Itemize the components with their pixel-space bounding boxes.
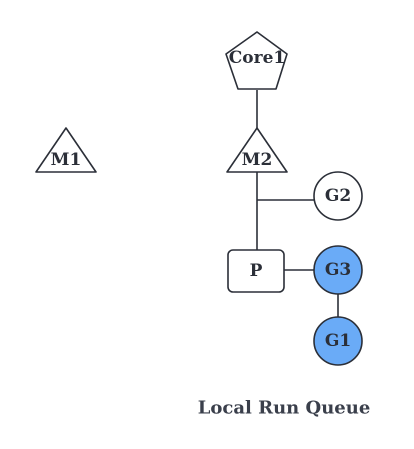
g2-circle-shape [313, 171, 363, 221]
node-m2: M2 [226, 127, 288, 173]
m2-triangle-shape [226, 127, 288, 173]
core1-label: Core1 [229, 48, 285, 68]
m1-label: M1 [51, 150, 82, 170]
node-core1: Core1 [225, 31, 288, 90]
node-m1: M1 [35, 127, 97, 173]
local-run-queue-caption: Local Run Queue [198, 398, 371, 419]
g1-circle-shape [313, 316, 363, 366]
edges [256, 90, 339, 317]
m2-label: M2 [242, 150, 273, 170]
g2-label: G2 [325, 186, 351, 206]
node-g2: G2 [313, 171, 363, 221]
m1-triangle-shape [35, 127, 97, 173]
p-rect-shape [227, 249, 285, 293]
core1-pentagon-shape [225, 31, 288, 90]
g3-label: G3 [325, 260, 351, 280]
node-g1: G1 [313, 316, 363, 366]
node-g3: G3 [313, 245, 363, 295]
g3-circle-shape [313, 245, 363, 295]
p-label: P [250, 261, 263, 281]
node-p: P [227, 249, 285, 293]
g1-label: G1 [325, 331, 351, 351]
